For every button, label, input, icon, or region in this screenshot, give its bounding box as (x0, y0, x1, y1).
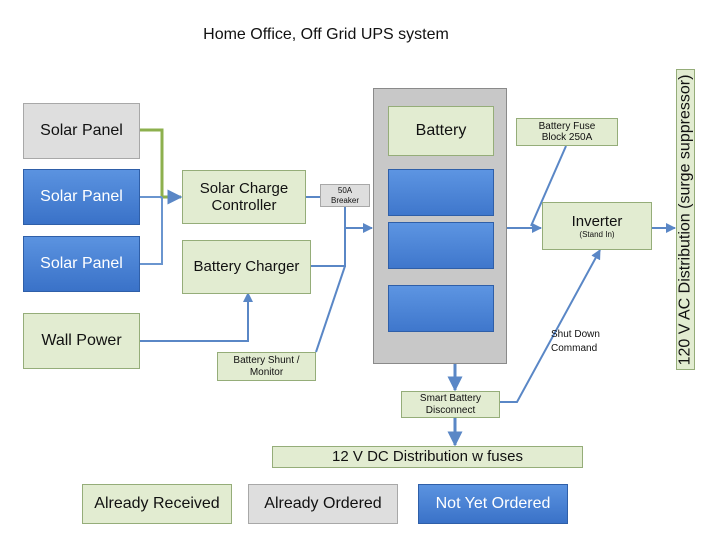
legend-not-yet-ordered: Not Yet Ordered (418, 484, 568, 524)
disconnect-label-line1: Smart Battery (419, 393, 482, 404)
wire-wall-power (140, 292, 253, 342)
wire-charger-battery (311, 228, 346, 267)
ac-distribution-bar: 120 V AC Distribution (surge suppressor) (676, 69, 695, 370)
legend-already-ordered: Already Ordered (248, 484, 398, 524)
dc-distribution-bar: 12 V DC Distribution w fuses (272, 446, 583, 468)
battery-cell (388, 222, 494, 269)
shutdown-line2: Command (551, 342, 598, 354)
wire-shunt (315, 265, 346, 353)
battery-cell (388, 169, 494, 216)
fuse-block-line2: Block 250A (541, 132, 593, 143)
shutdown-line1: Shut Down (551, 329, 600, 340)
shunt-label-line2: Monitor (249, 366, 284, 378)
wire-breaker-battery (344, 207, 373, 233)
fuse-block-line1: Battery Fuse (538, 120, 596, 132)
battery-cell (388, 285, 494, 332)
battery-fuse-block-box: Battery Fuse Block 250A (516, 118, 618, 146)
ac-distribution-label: 120 V AC Distribution (surge suppressor) (676, 74, 694, 365)
wire-shutdown-command (500, 249, 601, 403)
legend-already-received: Already Received (82, 484, 232, 524)
disconnect-label-line2: Disconnect (425, 404, 476, 416)
solar-charge-controller-box: Solar Charge Controller (182, 170, 306, 224)
breaker-box: 50A Breaker (320, 184, 370, 207)
inverter-label: Inverter (571, 212, 623, 230)
wire-solar-1 (140, 128, 183, 205)
battery-shunt-box: Battery Shunt / Monitor (217, 352, 316, 381)
wall-power-box: Wall Power (23, 313, 140, 369)
inverter-note: (Stand In) (579, 230, 615, 240)
battery-charger-box: Battery Charger (182, 240, 311, 294)
solar-panel-box: Solar Panel (23, 103, 140, 159)
battery-label-box: Battery (388, 106, 494, 156)
breaker-label-line2: Breaker (330, 195, 359, 205)
solar-panel-box: Solar Panel (23, 169, 140, 225)
solar-panel-box: Solar Panel (23, 236, 140, 292)
breaker-label-line1: 50A (337, 186, 353, 196)
wire-solar-3 (140, 197, 163, 265)
inverter-box: Inverter (Stand In) (542, 202, 652, 250)
diagram-title: Home Office, Off Grid UPS system (203, 26, 449, 43)
wire-fuse-block (530, 145, 567, 227)
smart-battery-disconnect-box: Smart Battery Disconnect (401, 391, 500, 418)
shunt-label-line1: Battery Shunt / (233, 355, 300, 366)
shutdown-command-label: Shut Down Command (551, 328, 600, 355)
